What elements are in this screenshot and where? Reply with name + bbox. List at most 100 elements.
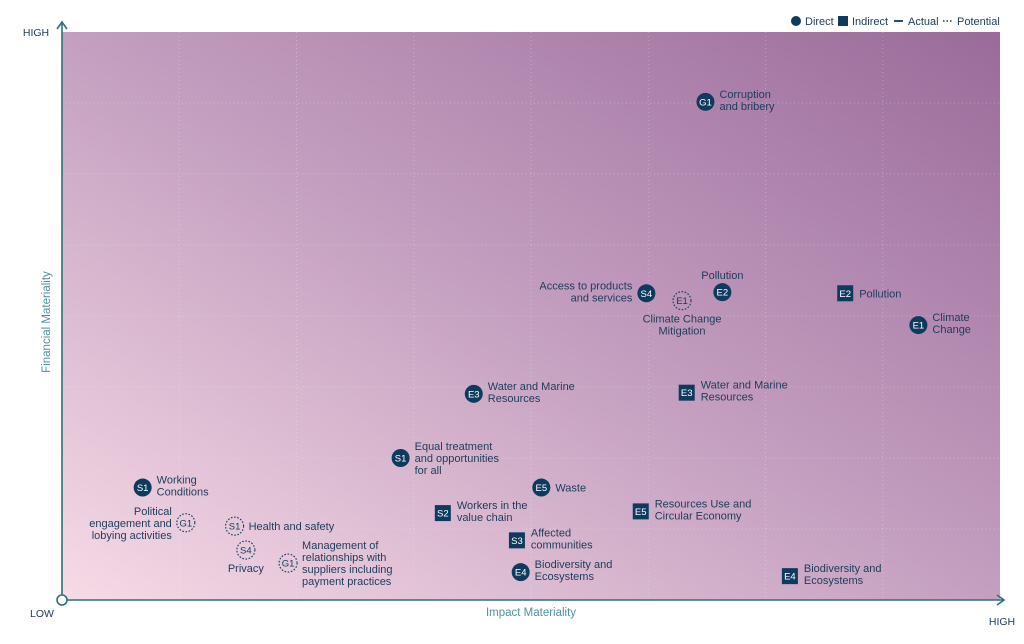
point-label-line: Water and Marine	[488, 381, 575, 393]
legend-label: Direct	[805, 16, 834, 28]
point-label-line: and services	[571, 292, 633, 304]
point-label: Pollution	[859, 288, 901, 300]
marker-code: E1	[676, 296, 688, 307]
indirect-square-marker	[781, 568, 798, 585]
point-label-line: Corruption	[719, 89, 770, 101]
point-label-line: Equal treatment	[415, 441, 493, 453]
point-label-line: and opportunities	[415, 453, 500, 465]
direct-circle-marker	[909, 316, 928, 335]
point-label: Pollution	[701, 270, 743, 282]
point-label-line: Ecosystems	[535, 571, 595, 583]
point-label-line: communities	[531, 539, 593, 551]
indirect-square-marker	[508, 532, 525, 549]
point-label-line: Circular Economy	[655, 510, 742, 522]
marker-code: E2	[839, 289, 851, 300]
plot-background	[62, 32, 1000, 600]
marker-code: E3	[468, 389, 480, 400]
point-label-line: Privacy	[228, 563, 265, 575]
point-label-line: Access to products	[539, 280, 632, 292]
y-axis-title: Financial Materiality	[41, 271, 53, 373]
x-axis-title: Impact Materiality	[486, 607, 576, 619]
origin-marker	[56, 594, 68, 606]
indirect-square-marker	[632, 503, 649, 520]
legend: Direct Indirect Actual Potential	[791, 16, 1000, 28]
potential-circle-marker	[225, 516, 245, 536]
x-axis-high-label: HIGH	[989, 616, 1015, 628]
marker-code: E2	[717, 288, 729, 299]
x-axis-low-label: LOW	[30, 608, 54, 620]
point-label-line: Change	[932, 324, 971, 336]
direct-circle-marker	[133, 478, 152, 497]
direct-circle-marker	[511, 563, 530, 582]
potential-circle-marker	[236, 540, 256, 560]
point-label-line: Climate Change	[643, 314, 722, 326]
point-label-line: Affected	[531, 527, 571, 539]
marker-code: S4	[641, 289, 653, 300]
point-label-line: Pollution	[701, 270, 743, 282]
legend-label: Indirect	[852, 16, 888, 28]
point-label-line: Resources	[701, 392, 754, 404]
marker-code: G1	[179, 518, 192, 529]
point-label-line: Biodiversity and	[804, 563, 882, 575]
marker-code: E1	[913, 321, 925, 332]
point-label-line: Workers in the	[457, 500, 528, 512]
point-label-line: engagement and	[89, 518, 172, 530]
grid	[62, 32, 1000, 600]
indirect-square-marker	[434, 505, 451, 522]
point-label: Health and safety	[249, 521, 335, 533]
legend-label: Actual	[908, 16, 939, 28]
point-label-line: Resources Use and	[655, 498, 752, 510]
legend-item-indirect: Indirect	[838, 16, 888, 28]
indirect-square-marker	[678, 384, 695, 401]
point-label-line: Climate	[932, 312, 969, 324]
point-label-line: and bribery	[719, 101, 775, 113]
point-label-line: Management of	[302, 540, 379, 552]
point-label-line: lobying activities	[92, 530, 173, 542]
point-label: Privacy	[228, 563, 265, 575]
indirect-square-marker	[837, 285, 854, 302]
data-point-e2: E2 Pollution	[837, 285, 901, 302]
direct-circle-marker	[391, 449, 410, 467]
point-label-line: Water and Marine	[701, 380, 788, 392]
point-label-line: Mitigation	[658, 326, 705, 338]
point-label-line: suppliers including	[302, 564, 393, 576]
potential-circle-marker	[176, 513, 196, 533]
legend-item-direct: Direct	[791, 16, 834, 28]
x-axis-arrow	[996, 594, 1006, 606]
marker-code: E5	[635, 507, 647, 518]
potential-circle-marker	[672, 291, 692, 311]
legend-label: Potential	[957, 16, 1000, 28]
data-point-e2: E2 Pollution	[701, 270, 743, 302]
direct-circle-marker	[713, 283, 732, 302]
direct-circle-marker	[637, 284, 656, 303]
y-axis-high-label: HIGH	[23, 27, 49, 39]
direct-circle-marker	[532, 478, 551, 497]
marker-code: S3	[511, 536, 523, 547]
